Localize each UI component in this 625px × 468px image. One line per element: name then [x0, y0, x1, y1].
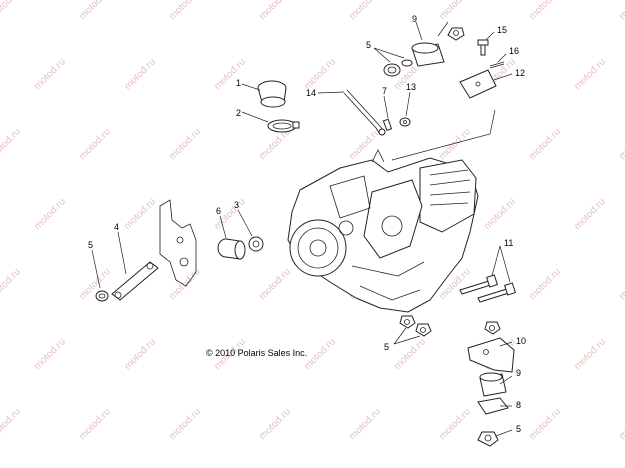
watermark-text: motod.ru — [572, 56, 608, 92]
callout-label: 9 — [412, 14, 417, 24]
watermark-text: motod.ru — [77, 126, 113, 162]
washer-3 — [248, 236, 264, 252]
watermark-text: motod.ru — [77, 406, 113, 442]
watermark-text: motod.ru — [302, 56, 338, 92]
callout-label: 9 — [516, 368, 521, 378]
callout-label: 5 — [384, 342, 389, 352]
watermark-text: motod.ru — [617, 0, 625, 22]
callout-label: 5 — [88, 240, 93, 250]
cup-washer-8 — [477, 397, 509, 415]
nut-bottom-right — [477, 431, 499, 447]
callout-label: 2 — [236, 108, 241, 118]
watermark-text: motod.ru — [122, 56, 158, 92]
nut-left — [95, 290, 109, 302]
torque-rod — [343, 89, 386, 136]
nuts-bottom — [399, 315, 501, 337]
watermark-text: motod.ru — [347, 406, 383, 442]
engine-assembly — [287, 149, 479, 313]
callout-label: 7 — [382, 86, 387, 96]
watermark-text: motod.ru — [122, 196, 158, 232]
watermark-text: motod.ru — [392, 336, 428, 372]
callout-label: 6 — [216, 206, 221, 216]
lower-bracket-10 — [467, 337, 515, 373]
callout-label: 8 — [516, 400, 521, 410]
rubber-mount-top — [411, 42, 445, 67]
copyright-notice: © 2010 Polaris Sales Inc. — [206, 348, 307, 358]
watermark-text: motod.ru — [122, 336, 158, 372]
watermark-text: motod.ru — [437, 0, 473, 22]
callout-label: 1 — [236, 78, 241, 88]
watermark-text: motod.ru — [0, 126, 23, 162]
watermark-text: motod.ru — [527, 126, 563, 162]
bolts-11 — [459, 274, 516, 303]
watermark-text: motod.ru — [32, 56, 68, 92]
watermark-text: motod.ru — [32, 196, 68, 232]
callouts: 9 15 5 16 12 1 14 7 13 2 4 6 3 5 11 5 10… — [88, 14, 526, 434]
callout-label: 11 — [504, 238, 513, 248]
watermark-text: motod.ru — [257, 0, 293, 22]
callout-label: 15 — [497, 25, 507, 35]
callout-label: 10 — [516, 336, 526, 346]
watermark-text: motod.ru — [77, 0, 113, 22]
watermark-text: motod.ru — [617, 266, 625, 302]
watermark-text: motod.ru — [32, 336, 68, 372]
watermark-text: motod.ru — [617, 126, 625, 162]
watermark-text: motod.ru — [437, 126, 473, 162]
hose-clamp — [267, 119, 300, 133]
intake-boot — [257, 80, 287, 108]
leader-lines — [91, 21, 513, 437]
watermark-text: motod.ru — [572, 336, 608, 372]
bolt-7 — [382, 118, 393, 132]
pin-16 — [489, 61, 505, 69]
watermark-text: motod.ru — [0, 0, 23, 22]
watermark-text: motod.ru — [302, 336, 338, 372]
callout-label: 12 — [515, 68, 525, 78]
watermark-text: motod.ru — [167, 126, 203, 162]
watermark-text: motod.ru — [167, 0, 203, 22]
watermark-text: motod.ru — [527, 0, 563, 22]
watermark-text: motod.ru — [572, 196, 608, 232]
mount-arm-4 — [111, 261, 159, 301]
watermark-text: motod.ru — [527, 406, 563, 442]
bolt-15 — [477, 39, 489, 56]
callout-label: 13 — [406, 82, 416, 92]
nut-top — [383, 27, 465, 77]
watermark-text: motod.ru — [527, 266, 563, 302]
callout-label: 14 — [306, 88, 316, 98]
watermark-text: motod.ru — [347, 0, 383, 22]
rubber-mount-bottom — [479, 372, 507, 397]
callout-label: 5 — [516, 424, 521, 434]
washer-13 — [399, 117, 411, 127]
bushing-6 — [217, 238, 246, 260]
leader-line — [391, 109, 496, 161]
callout-label: 5 — [366, 40, 371, 50]
watermark-text: motod.ru — [0, 406, 23, 442]
watermark-text: motod.ru — [257, 406, 293, 442]
callout-label: 3 — [234, 200, 239, 210]
watermark-text: motod.ru — [167, 266, 203, 302]
watermark-text: motod.ru — [482, 196, 518, 232]
watermark-text: motod.ru — [257, 266, 293, 302]
watermark-text: motod.ru — [212, 56, 248, 92]
watermark-text: motod.ru — [437, 406, 473, 442]
engine-mount-plate — [159, 199, 197, 287]
watermark-text: motod.ru — [617, 406, 625, 442]
callout-label: 16 — [509, 46, 519, 56]
callout-label: 4 — [114, 222, 119, 232]
mount-bracket-12 — [459, 69, 497, 99]
watermark-text: motod.ru — [167, 406, 203, 442]
watermark-text: motod.ru — [0, 266, 23, 302]
watermark-text: motod.ru — [347, 126, 383, 162]
